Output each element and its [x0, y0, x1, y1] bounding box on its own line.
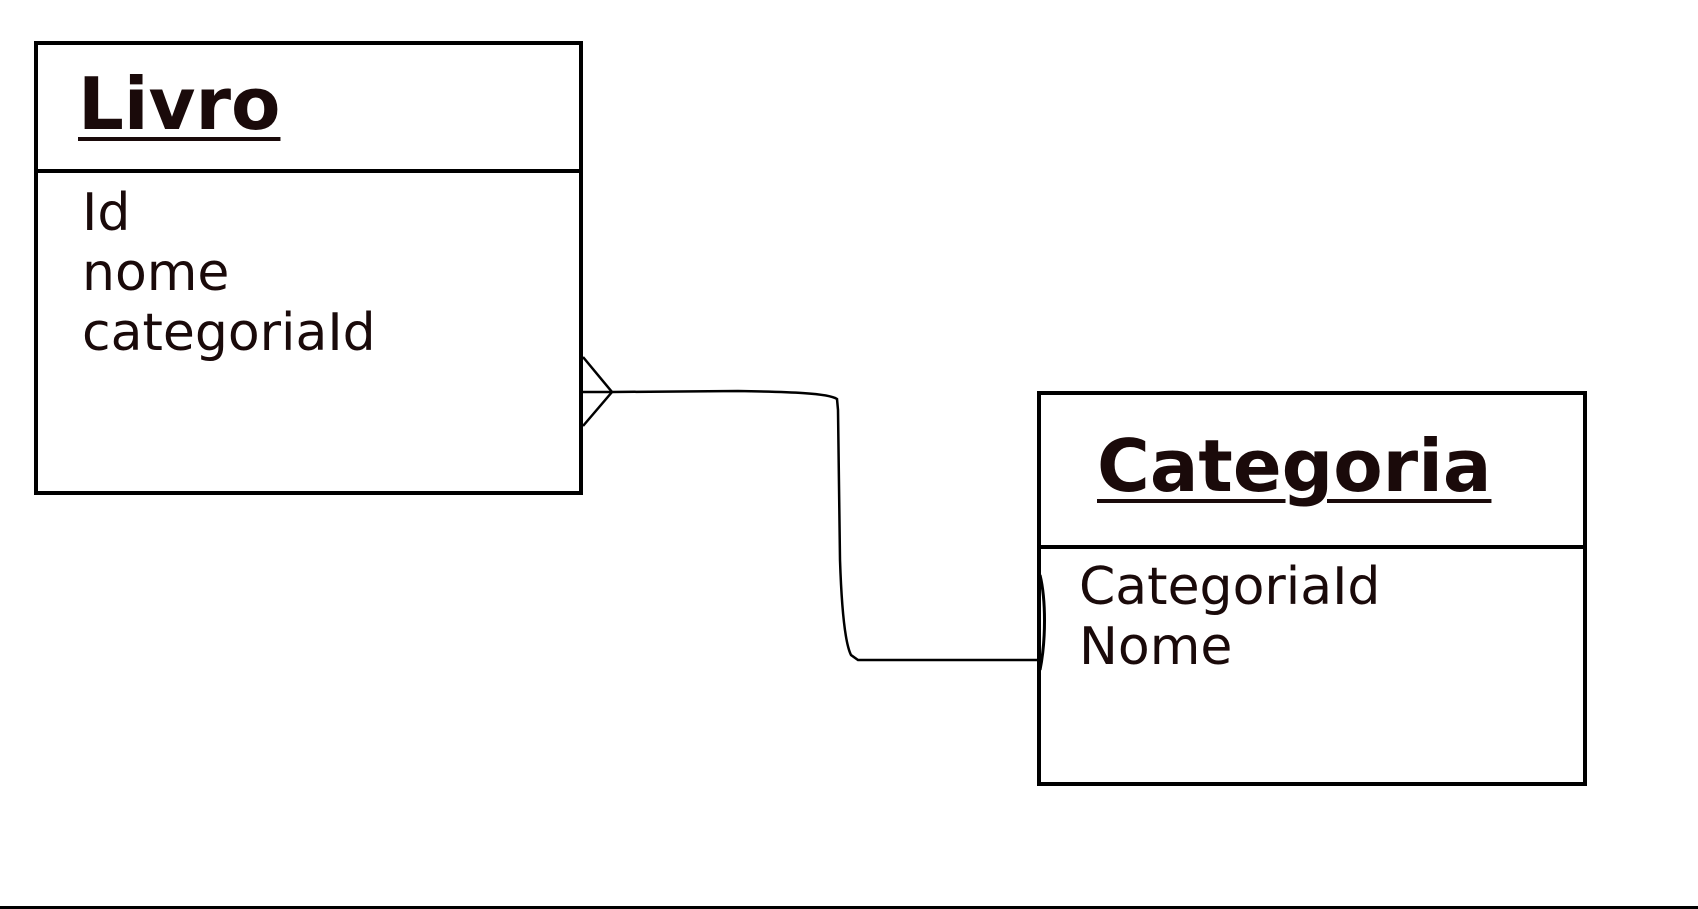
entity-categoria-title: Categoria: [1097, 424, 1492, 508]
attribute-livro-id: Id: [82, 183, 131, 243]
entity-categoria[interactable]: Categoria CategoriaId Nome: [1037, 391, 1587, 786]
relationship-line: [611, 389, 1037, 662]
attribute-categoria-categoriaid: CategoriaId: [1079, 557, 1381, 617]
entity-categoria-header: Categoria: [1041, 395, 1583, 549]
attribute-categoria-nome: Nome: [1079, 617, 1233, 677]
entity-livro-title: Livro: [78, 62, 281, 146]
attribute-livro-nome: nome: [82, 243, 230, 303]
attribute-livro-categoriaid: categoriaId: [82, 303, 376, 363]
entity-livro[interactable]: Livro Id nome categoriaId: [34, 41, 583, 495]
entity-livro-attributes: Id nome categoriaId: [82, 183, 376, 363]
bottom-border: [0, 906, 1698, 909]
entity-livro-header: Livro: [38, 45, 579, 173]
crows-foot-many-marker: [582, 356, 614, 427]
entity-categoria-attributes: CategoriaId Nome: [1079, 557, 1380, 677]
